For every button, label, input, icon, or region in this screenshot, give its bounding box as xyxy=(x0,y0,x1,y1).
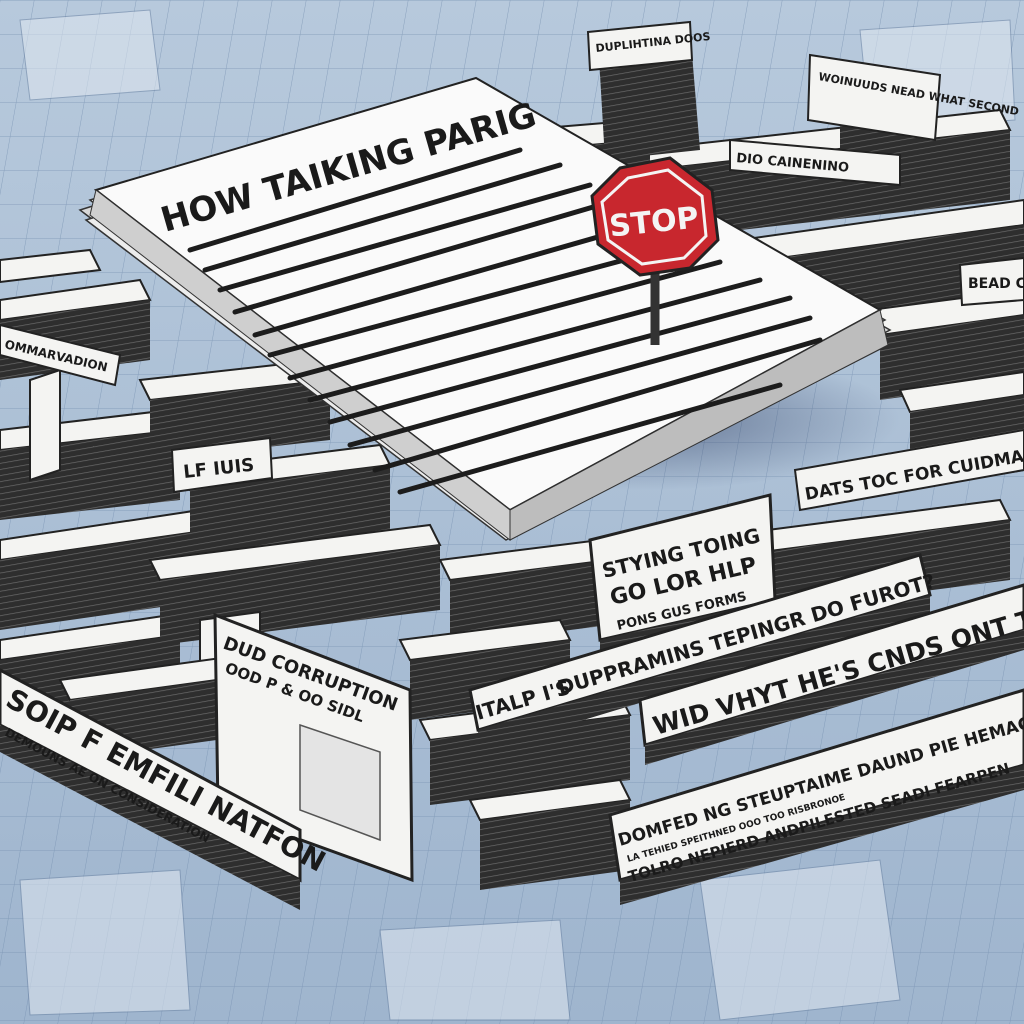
stop-sign-face xyxy=(590,156,720,277)
paper-text-lines xyxy=(187,147,823,495)
sign-right-edge: BEAD CA xyxy=(958,256,1024,307)
stop-sign: STOP xyxy=(590,156,720,345)
label-right-edge: BEAD CA xyxy=(968,276,1024,292)
sign-left-mid: LF IUIS xyxy=(170,436,274,494)
sign-right-upper: DIO CAINENINO xyxy=(729,138,901,187)
maze-walls xyxy=(0,108,1024,890)
paper-stack: HOW TAIKING PARIG xyxy=(78,76,900,542)
